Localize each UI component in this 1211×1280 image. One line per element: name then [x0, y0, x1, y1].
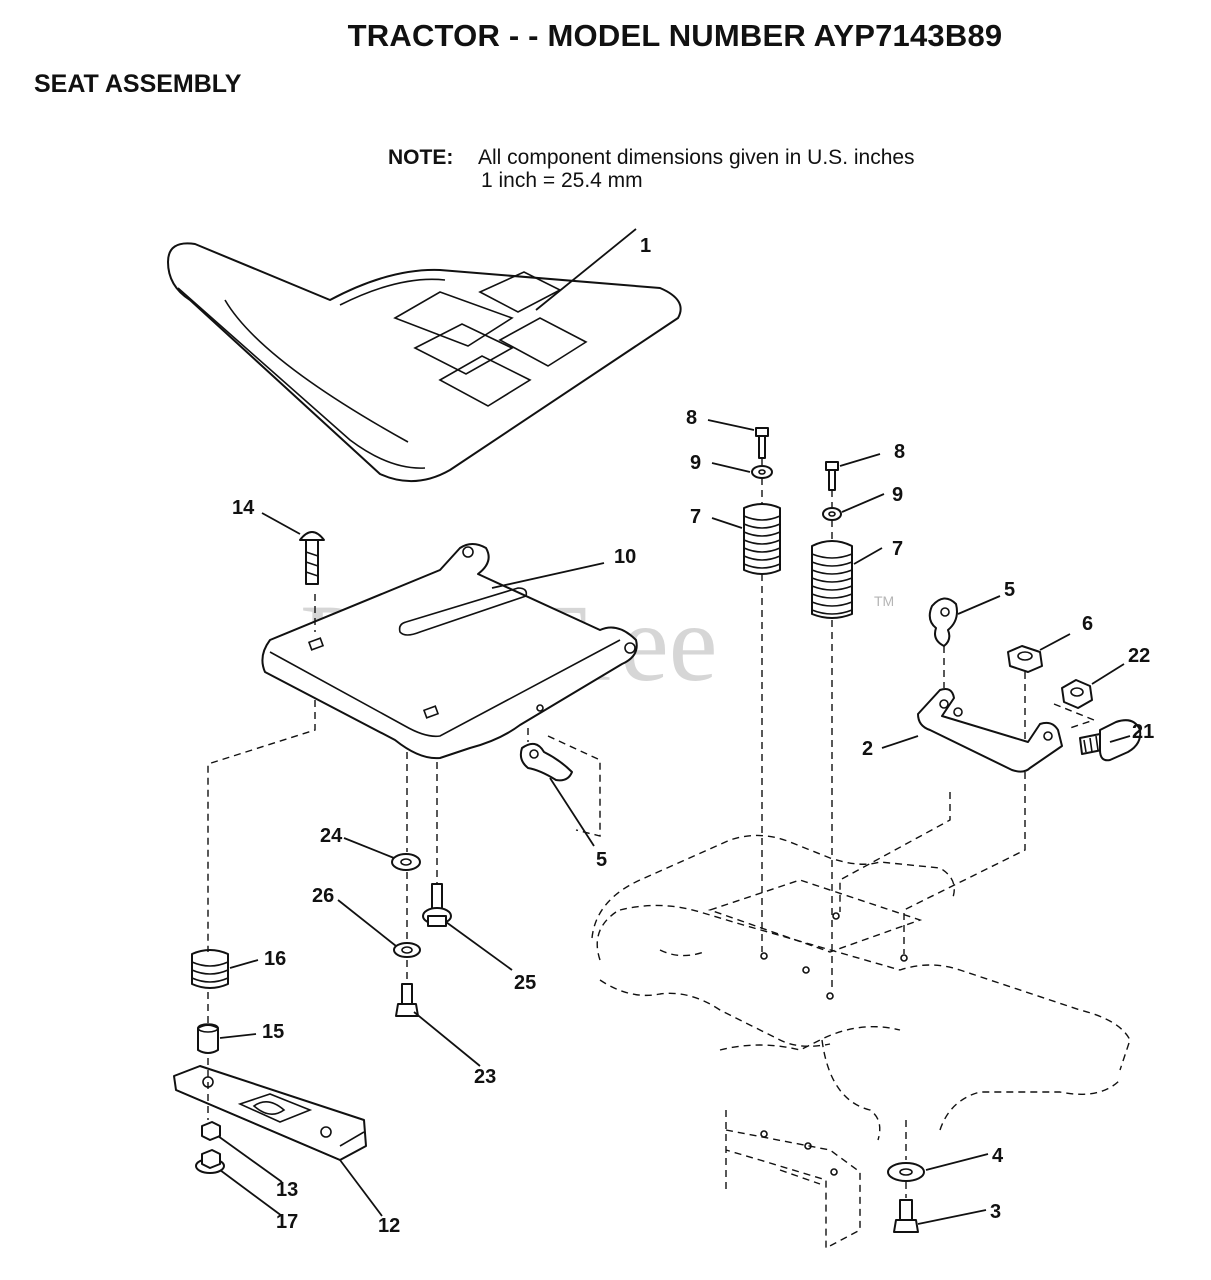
- callout-10: 10: [614, 546, 636, 568]
- leader-lines: [217, 228, 1131, 1225]
- callout-12: 12: [378, 1215, 400, 1237]
- part-carriage-bolt: [299, 531, 325, 585]
- part-lock-nut: [1061, 679, 1093, 709]
- callout-9-left: 9: [690, 452, 701, 474]
- callout-8-right: 8: [894, 441, 905, 463]
- part-washer-24: [391, 853, 421, 871]
- watermark-tm: TM: [874, 593, 894, 609]
- part-spacer-15: [197, 1023, 219, 1054]
- part-bolt-23: [395, 983, 419, 1017]
- callout-2: 2: [862, 738, 873, 760]
- part-spring-stack-left: [743, 427, 781, 575]
- callout-5-left: 5: [596, 849, 607, 871]
- callout-6: 6: [1082, 613, 1093, 635]
- callout-23: 23: [474, 1066, 496, 1088]
- callout-5-right: 5: [1004, 579, 1015, 601]
- section-title: SEAT ASSEMBLY: [34, 70, 242, 98]
- callout-1: 1: [640, 235, 651, 257]
- tractor-frame: [591, 834, 1131, 1250]
- callouts: 1 2 3 4 5 5 6 7 7 8 8 9 9 10 12 13 14 15…: [232, 235, 1154, 1237]
- callout-13: 13: [276, 1179, 298, 1201]
- callout-15: 15: [262, 1021, 284, 1043]
- part-flange-nut-17: [195, 1149, 225, 1174]
- callout-9-right: 9: [892, 484, 903, 506]
- note-line-2: 1 inch = 25.4 mm: [481, 169, 643, 192]
- part-seat-pan: [261, 543, 638, 760]
- callout-24: 24: [320, 825, 343, 847]
- part-washer-26: [393, 942, 421, 958]
- part-spring-16: [191, 949, 229, 989]
- part-seat-bracket: [917, 688, 1063, 773]
- part-bolt-25: [422, 883, 452, 927]
- part-seat: [167, 242, 682, 483]
- callout-8-left: 8: [686, 407, 697, 429]
- callout-16: 16: [264, 948, 286, 970]
- part-clip-left: [519, 742, 573, 782]
- part-shoulder-bolt: [1079, 719, 1142, 762]
- callout-7-left: 7: [690, 506, 701, 528]
- part-washer-4: [887, 1162, 925, 1182]
- alignment-lines: [207, 458, 1097, 1198]
- callout-7-right: 7: [892, 538, 903, 560]
- part-bolt-3: [893, 1199, 919, 1233]
- callout-3: 3: [990, 1201, 1001, 1223]
- part-spring-stack-right: [811, 461, 853, 619]
- callout-17: 17: [276, 1211, 298, 1233]
- note-label: NOTE:: [388, 146, 454, 169]
- part-slide-plate: [173, 1065, 367, 1161]
- callout-25: 25: [514, 972, 536, 994]
- callout-4: 4: [992, 1145, 1004, 1167]
- note-line-1: All component dimensions given in U.S. i…: [478, 146, 915, 169]
- part-clip-right: [928, 597, 958, 647]
- dimension-note: NOTE: All component dimensions given in U…: [388, 146, 915, 192]
- callout-14: 14: [232, 497, 255, 519]
- callout-21: 21: [1132, 721, 1154, 743]
- part-hex-nut: [1007, 645, 1043, 673]
- callout-22: 22: [1128, 645, 1150, 667]
- page-title: TRACTOR - - MODEL NUMBER AYP7143B89: [347, 18, 1003, 53]
- callout-26: 26: [312, 885, 334, 907]
- part-nut-13: [201, 1121, 221, 1141]
